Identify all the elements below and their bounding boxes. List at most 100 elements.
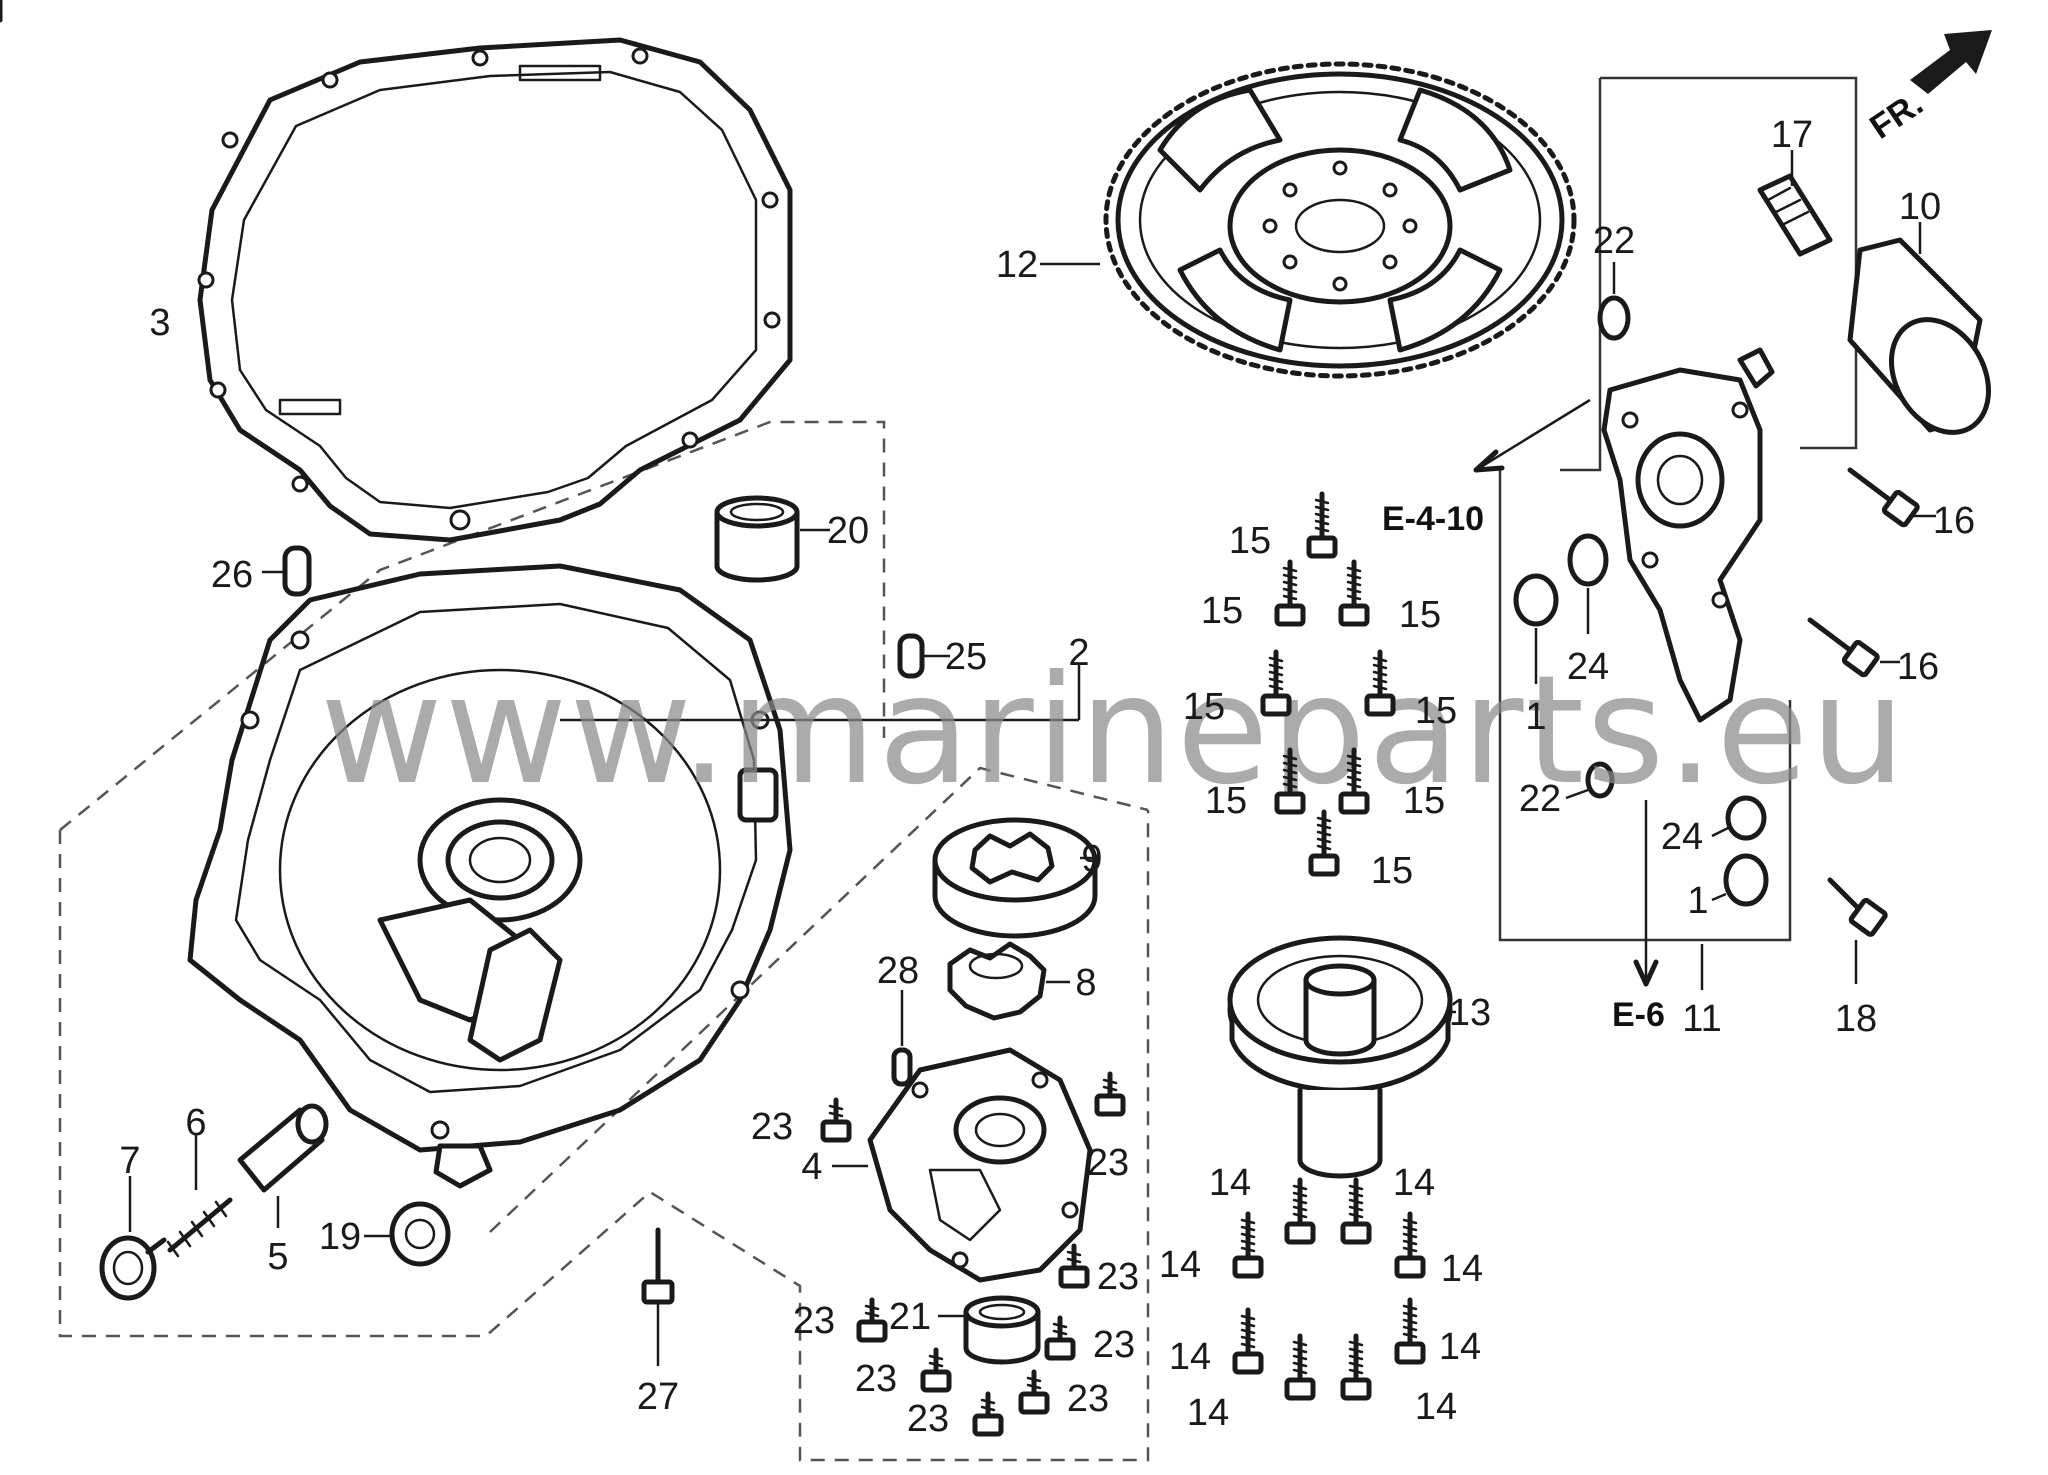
callout-23[interactable]: 23	[1097, 1256, 1139, 1298]
callout-7[interactable]: 7	[119, 1140, 140, 1182]
callout-5[interactable]: 5	[267, 1236, 288, 1278]
bolt-15-8	[1308, 809, 1340, 877]
callout-26[interactable]: 26	[211, 554, 253, 596]
plug-part-1a	[1513, 573, 1559, 684]
screws-part-23	[0, 0, 3, 23]
dowel-pin-part-26	[262, 545, 312, 597]
callout-15[interactable]: 15	[1415, 690, 1457, 732]
inner-rotor-part-8	[947, 941, 1070, 1021]
callout-21[interactable]: 21	[889, 1296, 931, 1338]
pump-cover-part-4	[832, 1047, 1093, 1283]
callout-15[interactable]: 15	[1183, 686, 1225, 728]
callout-24[interactable]: 24	[1567, 646, 1609, 688]
callout-3[interactable]: 3	[149, 302, 170, 344]
screw-23-1	[820, 1097, 852, 1143]
plug-part-7	[99, 1176, 167, 1301]
callout-15[interactable]: 15	[1371, 850, 1413, 892]
ref-label-e-6[interactable]: E-6	[1612, 996, 1665, 1034]
callout-23[interactable]: 23	[1093, 1324, 1135, 1366]
callout-23[interactable]: 23	[1067, 1378, 1109, 1420]
bolt-14-4	[1394, 1211, 1426, 1279]
bolt-14-6	[1394, 1297, 1426, 1365]
flywheel-part-12	[1040, 61, 1577, 379]
callout-10[interactable]: 10	[1899, 186, 1941, 228]
callout-23[interactable]: 23	[751, 1106, 793, 1148]
watermark: www.marineparts.eu	[320, 644, 1908, 818]
callout-6[interactable]: 6	[185, 1102, 206, 1144]
callout-17[interactable]: 17	[1771, 114, 1813, 156]
callout-27[interactable]: 27	[637, 1376, 679, 1418]
callout-11[interactable]: 11	[1682, 998, 1721, 1040]
callout-1[interactable]: 1	[1525, 696, 1546, 738]
housing-part-2	[187, 563, 793, 1189]
callout-14[interactable]: 14	[1393, 1162, 1435, 1204]
callout-28[interactable]: 28	[877, 950, 919, 992]
callout-14[interactable]: 14	[1439, 1326, 1481, 1368]
bolt-15-2	[1274, 559, 1306, 627]
callout-15[interactable]: 15	[1205, 780, 1247, 822]
callout-14[interactable]: 14	[1209, 1162, 1251, 1204]
callout-23[interactable]: 23	[855, 1358, 897, 1400]
bolt-14-8	[1340, 1333, 1372, 1401]
screw-23-4	[856, 1297, 888, 1343]
callout-15[interactable]: 15	[1403, 780, 1445, 822]
screw-23-7	[1018, 1369, 1050, 1415]
callout-15[interactable]: 15	[1399, 594, 1441, 636]
washer-part-24b	[1711, 795, 1767, 841]
seal-part-21	[938, 1295, 1041, 1365]
callout-13[interactable]: 13	[1449, 992, 1491, 1034]
callout-14[interactable]: 14	[1187, 1392, 1229, 1434]
bolt-15-5	[1364, 649, 1396, 717]
bolt-14-3	[1232, 1211, 1264, 1279]
bolt-15-6	[1274, 747, 1306, 815]
callout-22[interactable]: 22	[1593, 220, 1635, 262]
callout-9[interactable]: 9	[1081, 838, 1102, 880]
bolt-15-7	[1338, 747, 1370, 815]
rotor-part-9	[932, 817, 1098, 939]
callout-14[interactable]: 14	[1169, 1336, 1211, 1378]
callout-12[interactable]: 12	[996, 244, 1038, 286]
callout-1[interactable]: 1	[1687, 880, 1708, 922]
seal-part-20	[714, 495, 830, 583]
callout-14[interactable]: 14	[1441, 1248, 1483, 1290]
plug-part-19	[364, 1201, 451, 1267]
plug-part-1b	[1711, 853, 1769, 907]
ref-label-e-4-10[interactable]: E-4-10	[1382, 500, 1484, 538]
bolt-15-3	[1338, 559, 1370, 627]
callout-24[interactable]: 24	[1661, 816, 1703, 858]
callout-8[interactable]: 8	[1075, 962, 1096, 1004]
sleeve-part-5	[237, 1103, 329, 1228]
callout-23[interactable]: 23	[1087, 1142, 1129, 1184]
dowel-pin-part-25	[897, 633, 950, 679]
bolt-14-5	[1232, 1307, 1264, 1375]
callout-20[interactable]: 20	[827, 510, 869, 552]
bolt-14-1	[1284, 1177, 1316, 1245]
stud-part-17	[1757, 150, 1833, 257]
filter-part-10	[1847, 222, 1991, 435]
washer-part-24a	[1567, 533, 1609, 634]
bolt-15-1	[1306, 491, 1338, 559]
bolt-14-7	[1284, 1333, 1316, 1401]
callout-23[interactable]: 23	[907, 1398, 949, 1440]
front-indicator-label: FR.	[1863, 84, 1930, 146]
callout-2[interactable]: 2	[1068, 632, 1089, 674]
callout-19[interactable]: 19	[319, 1216, 361, 1258]
callout-14[interactable]: 14	[1415, 1386, 1457, 1428]
callout-18[interactable]: 18	[1835, 998, 1877, 1040]
screw-23-8	[972, 1391, 1004, 1437]
callout-25[interactable]: 25	[945, 636, 987, 678]
callout-16[interactable]: 16	[1933, 500, 1975, 542]
bolt-part-16a	[1847, 467, 1936, 528]
callout-23[interactable]: 23	[793, 1300, 835, 1342]
fastener-bolts	[820, 491, 1426, 1437]
callout-16[interactable]: 16	[1897, 646, 1939, 688]
callout-15[interactable]: 15	[1229, 520, 1271, 562]
bolt-15-4	[1260, 649, 1292, 717]
callout-14[interactable]: 14	[1159, 1244, 1201, 1286]
front-direction-indicator: FR.	[1863, 30, 1992, 147]
callout-4[interactable]: 4	[801, 1146, 822, 1188]
callout-15[interactable]: 15	[1201, 590, 1243, 632]
callout-22[interactable]: 22	[1519, 778, 1561, 820]
